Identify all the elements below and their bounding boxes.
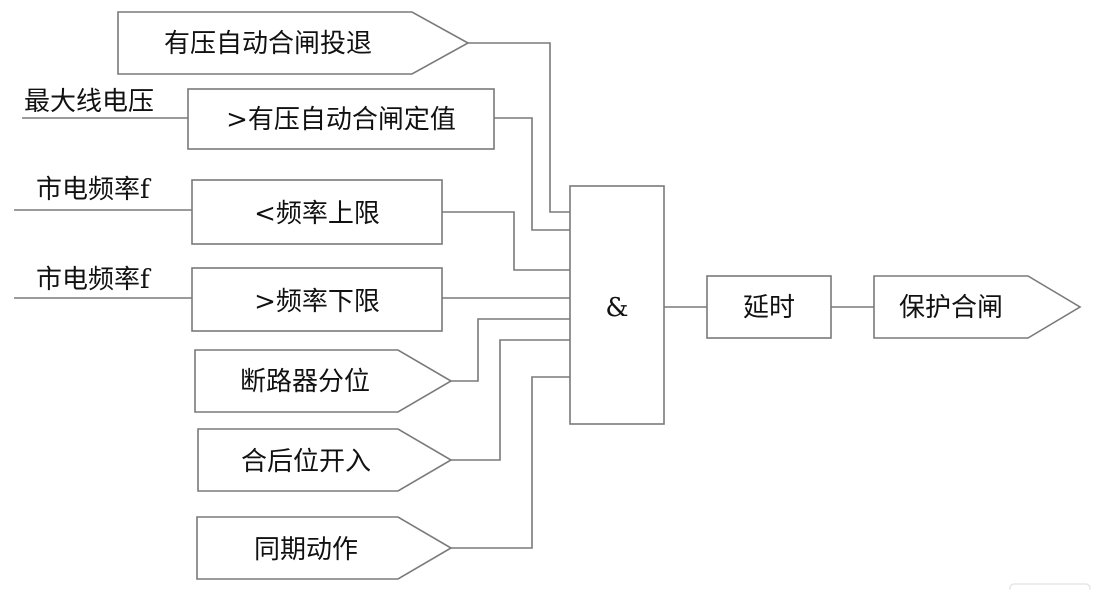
delay-box [706,275,832,339]
freq-upper-signal-label: 市电频率f [36,175,152,205]
breaker-open-wire [451,318,570,382]
and-gate-label: & [605,293,628,323]
voltage-setting-label: >有压自动合闸定值 [226,105,456,135]
freq-lower-box [191,267,443,332]
after-close-wire [451,339,570,461]
corner-artifact [1009,583,1091,590]
max-line-voltage-label: 最大线电压 [24,87,154,117]
sync-action-wire [451,376,570,549]
freq-lower-signal-label: 市电频率f [36,265,152,295]
freq-upper-label: <频率上限 [254,199,380,229]
after-close-label: 合后位开入 [241,447,371,477]
freq-upper-wire [442,211,570,271]
freq-lower-label: >频率下限 [254,287,380,317]
breaker-open-flag [194,349,453,413]
voltage-setting-wire [494,117,570,231]
sync-action-flag [196,516,453,580]
protection-close-flag [873,275,1082,339]
voltage-setting-box [187,88,495,150]
and-gate [569,185,665,425]
protection-close-label: 保护合闸 [899,293,1003,323]
sync-action-label: 同期动作 [254,535,358,565]
breaker-open-label: 断路器分位 [240,367,370,397]
enable-wire [468,42,570,213]
enable-label: 有压自动合闸投退 [164,29,372,59]
enable-flag [117,11,470,75]
delay-label: 延时 [743,293,795,323]
after-close-flag [197,428,453,492]
